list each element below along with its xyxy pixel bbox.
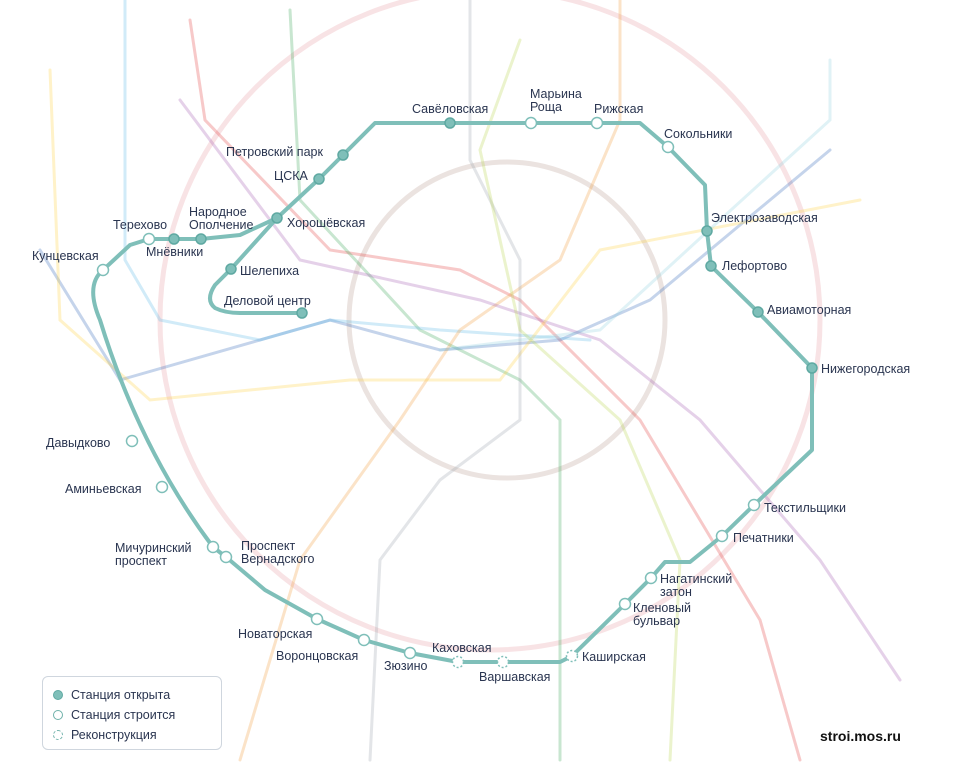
station-label-kuntsevskaya: Кунцевская xyxy=(32,249,99,263)
station-marker-novatorskaya[interactable] xyxy=(310,612,324,626)
station-label-nizhegorodskaya: Нижегородская xyxy=(821,362,910,376)
station-label-lefortovo: Лефортово xyxy=(722,259,787,273)
station-marker-maryina-roshcha[interactable] xyxy=(524,116,538,130)
legend-building-label: Станция строится xyxy=(71,708,176,722)
station-label-mnyovniki: Мнёвники xyxy=(146,245,203,259)
big-circle-line xyxy=(91,121,814,664)
station-marker-tsska[interactable] xyxy=(313,173,325,185)
station-marker-sokolniki[interactable] xyxy=(661,140,675,154)
bcl-main-loop xyxy=(91,121,814,664)
station-label-savyolovskaya: Савёловская xyxy=(412,102,488,116)
source-credit: stroi.mos.ru xyxy=(820,728,901,744)
line-filyovskaya xyxy=(123,0,592,342)
koltsevaya-ring xyxy=(346,159,668,481)
station-marker-zyuzino[interactable] xyxy=(403,646,417,660)
station-marker-nagatinsky-zaton[interactable] xyxy=(644,571,658,585)
station-label-pechatniki: Печатники xyxy=(733,531,794,545)
station-label-tekstilshchiki: Текстильщики xyxy=(764,501,846,515)
station-label-rizhskaya: Рижская xyxy=(594,102,643,116)
station-label-terekhovo: Терехово xyxy=(113,218,167,232)
station-marker-shelepikha[interactable] xyxy=(225,263,237,275)
line-nekrasovskaya xyxy=(438,58,832,352)
station-marker-delovoy-tsentr[interactable] xyxy=(296,307,308,319)
legend-reconstruction-label: Реконструкция xyxy=(71,728,157,742)
station-marker-pechatniki[interactable] xyxy=(715,529,729,543)
station-marker-prospekt-vernadskogo[interactable] xyxy=(219,550,233,564)
station-label-zyuzino: Зюзино xyxy=(384,659,428,673)
bcl-delovoy-spur xyxy=(208,216,304,315)
station-marker-aviamotornaya[interactable] xyxy=(752,306,764,318)
station-marker-elektrozavodskaya[interactable] xyxy=(701,225,713,237)
station-label-delovoy-tsentr: Деловой центр xyxy=(224,294,311,308)
station-label-varshavskaya: Варшавская xyxy=(479,670,550,684)
line-tagansko-krasnopresnenskaya xyxy=(178,98,902,682)
station-label-tsska: ЦСКА xyxy=(274,169,309,183)
station-label-vorontsovskaya: Воронцовская xyxy=(276,649,358,663)
legend-open: Станция открыта xyxy=(53,685,211,705)
station-marker-aminyevskaya[interactable] xyxy=(155,480,169,494)
legend-building: Станция строится xyxy=(53,705,211,725)
reconstruction-station-icon xyxy=(53,730,63,740)
station-label-sokolniki: Сокольники xyxy=(664,127,732,141)
station-label-shelepikha: Шелепиха xyxy=(240,264,299,278)
station-label-davydkovo: Давыдково xyxy=(46,436,110,450)
station-label-khoroshyovskaya: Хорошёвская xyxy=(287,216,365,230)
station-marker-vorontsovskaya[interactable] xyxy=(357,633,371,647)
station-marker-nizhegorodskaya[interactable] xyxy=(806,362,818,374)
station-marker-davydkovo[interactable] xyxy=(125,434,139,448)
station-label-kashirskaya: Каширская xyxy=(582,650,646,664)
station-marker-varshavskaya[interactable] xyxy=(496,655,510,669)
open-station-icon xyxy=(53,690,63,700)
station-label-kakhovskaya: Каховская xyxy=(432,641,492,655)
legend-open-label: Станция открыта xyxy=(71,688,171,702)
line-serpukhovskaya xyxy=(368,0,522,762)
station-marker-savyolovskaya[interactable] xyxy=(444,117,456,129)
legend: Станция открыта Станция строится Реконст… xyxy=(42,676,222,750)
station-label-elektrozavodskaya: Электрозаводская xyxy=(711,211,818,225)
station-marker-klenovy-bulvar[interactable] xyxy=(618,597,632,611)
legend-reconstruction: Реконструкция xyxy=(53,725,211,745)
line-kalininskaya xyxy=(48,68,862,402)
station-label-petrovsky-park: Петровский парк xyxy=(226,145,323,159)
line-kaluzhsko-rizhskaya xyxy=(238,0,622,762)
station-marker-tekstilshchiki[interactable] xyxy=(747,498,761,512)
line-sokolnicheskaya xyxy=(188,18,802,762)
building-station-icon xyxy=(53,710,63,720)
station-marker-khoroshyovskaya[interactable] xyxy=(271,212,283,224)
station-marker-narodnoe-opolchenie[interactable] xyxy=(195,233,207,245)
station-marker-rizhskaya[interactable] xyxy=(590,116,604,130)
station-marker-lefortovo[interactable] xyxy=(705,260,717,272)
station-marker-kashirskaya[interactable] xyxy=(565,649,579,663)
station-marker-mnyovniki[interactable] xyxy=(168,233,180,245)
line-lyublinskaya xyxy=(478,38,682,762)
station-marker-terekhovo[interactable] xyxy=(142,232,156,246)
station-label-aminyevskaya: Аминьевская xyxy=(65,482,142,496)
station-marker-petrovsky-park[interactable] xyxy=(337,149,349,161)
station-label-novatorskaya: Новаторская xyxy=(238,627,312,641)
station-marker-kakhovskaya[interactable] xyxy=(451,655,465,669)
station-marker-kuntsevskaya[interactable] xyxy=(96,263,110,277)
mcc-ring xyxy=(157,0,823,653)
station-label-aviamotornaya: Авиамоторная xyxy=(767,303,851,317)
line-zamoskvoretskaya xyxy=(288,8,562,762)
station-marker-michurinsky-prospekt[interactable] xyxy=(206,540,220,554)
